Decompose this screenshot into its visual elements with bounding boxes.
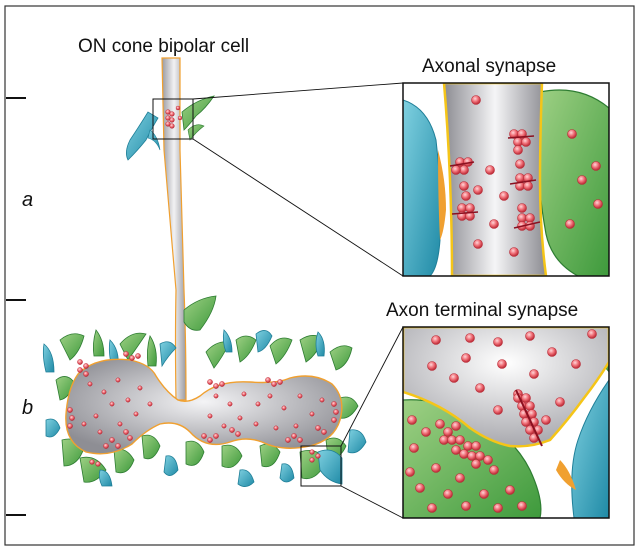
inset-bottom-ribbon	[515, 389, 543, 447]
inset-bottom-title: Axon terminal synapse	[386, 300, 578, 321]
inset-top-ribbons	[449, 135, 541, 229]
axonal-synapse-inset	[403, 83, 609, 276]
axon-vesicle-cluster	[165, 105, 183, 129]
terminal-ribbon-stacks	[67, 351, 339, 467]
inset-bottom-frame	[402, 326, 610, 519]
axonal-synapse-zoom-box	[152, 98, 194, 140]
terminal-synapse-inset	[403, 327, 609, 518]
terminal-vesicles	[81, 377, 325, 435]
inset-top-frame	[402, 82, 610, 277]
inset-top-title: Axonal synapse	[422, 56, 556, 77]
layer-b-label: b	[22, 397, 33, 419]
bipolar-axon	[161, 57, 187, 401]
cell-label: ON cone bipolar cell	[78, 36, 249, 57]
figure-frame	[4, 5, 635, 546]
layer-b-processes	[42, 295, 367, 487]
layer-ticks	[6, 97, 26, 516]
zoom-connectors	[192, 82, 404, 519]
terminal-synapse-zoom-box	[300, 445, 342, 487]
axonal-contact-processes	[126, 95, 215, 161]
layer-a-label: a	[22, 189, 33, 211]
